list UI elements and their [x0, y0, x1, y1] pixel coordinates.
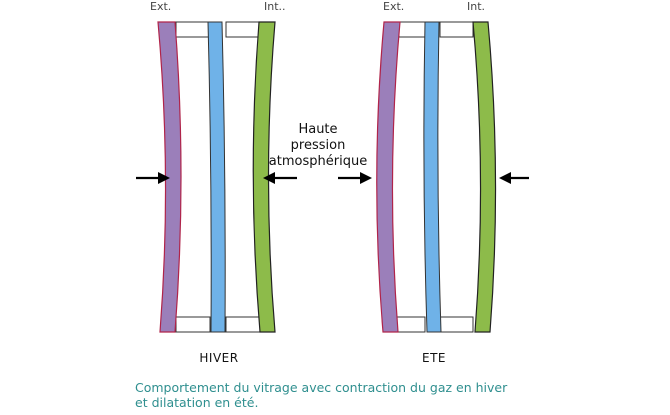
- pressure-label: Haute pression atmosphérique: [269, 122, 367, 169]
- pressure-label-line3: atmosphérique: [269, 154, 367, 169]
- winter-spacer-bottom-left: [175, 316, 211, 333]
- winter-spacer-top-left: [175, 21, 211, 38]
- summer-int-label: Int.: [467, 0, 485, 13]
- summer-ext-label: Ext.: [383, 0, 404, 13]
- winter-exterior-pane: [157, 21, 182, 333]
- winter-panel: Ext. Int.. HIVER: [136, 0, 297, 365]
- figure-caption: Comportement du vitrage avec contraction…: [135, 380, 555, 410]
- winter-interior-pane: [252, 21, 276, 333]
- winter-spacer-bottom-right: [225, 316, 261, 333]
- summer-exterior-pane: [376, 21, 401, 333]
- summer-interior-pane: [472, 21, 497, 333]
- summer-title: ETE: [422, 351, 446, 365]
- summer-arrow-right: [499, 172, 529, 184]
- summer-spacer-top-right: [439, 21, 474, 38]
- pressure-label-line1: Haute: [298, 122, 337, 137]
- summer-arrow-left: [338, 172, 372, 184]
- winter-arrow-right: [263, 172, 297, 184]
- winter-spacer-top-right: [225, 21, 261, 38]
- summer-middle-pane: [423, 21, 442, 333]
- winter-middle-pane: [207, 21, 226, 333]
- caption-line-1: Comportement du vitrage avec contraction…: [135, 380, 508, 395]
- caption-line-2: et dilatation en été.: [135, 395, 259, 410]
- summer-spacer-bottom-right: [439, 316, 474, 333]
- summer-spacer-top-left: [398, 21, 428, 38]
- winter-ext-label: Ext.: [150, 0, 171, 13]
- winter-arrow-left: [136, 172, 170, 184]
- summer-spacer-bottom-left: [396, 316, 426, 333]
- winter-title: HIVER: [199, 351, 238, 365]
- pressure-label-line2: pression: [291, 138, 346, 153]
- summer-panel: Ext. Int. ETE: [338, 0, 529, 365]
- winter-int-label: Int..: [264, 0, 286, 13]
